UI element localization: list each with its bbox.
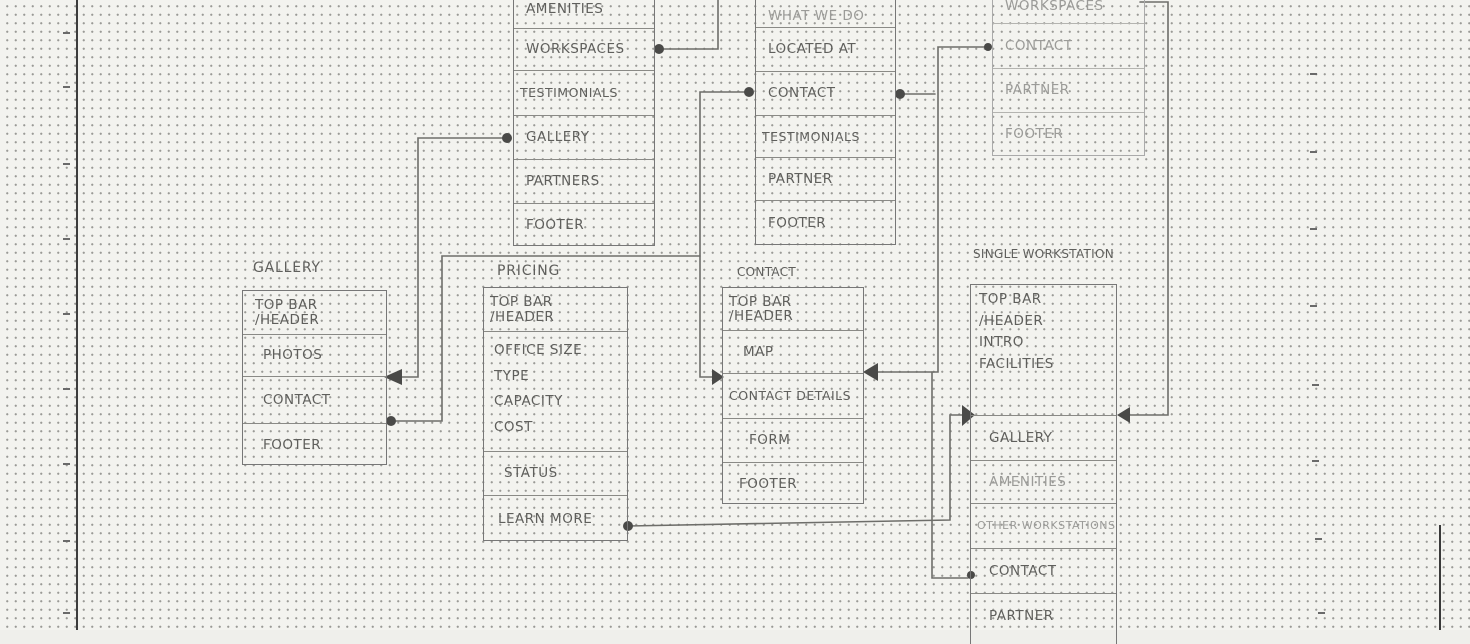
gallery-page-title: GALLERY bbox=[253, 260, 321, 276]
margin-tick bbox=[63, 32, 70, 34]
connector-dot bbox=[654, 44, 664, 54]
box-row: CONTACT bbox=[971, 548, 1116, 593]
box-row: LOCATED AT bbox=[756, 27, 895, 71]
arrowhead bbox=[1117, 407, 1130, 423]
box-row: FOOTER bbox=[243, 423, 386, 466]
connector-gallery bbox=[396, 137, 508, 378]
gallery-page-box: TOP BAR /HEADER PHOTOS CONTACT FOOTER bbox=[242, 290, 387, 465]
box-row: TOP BAR /HEADER bbox=[490, 294, 555, 325]
connector-dot bbox=[967, 571, 975, 579]
margin-tick bbox=[63, 163, 70, 165]
box-row: TOP BAR /HEADER bbox=[729, 293, 794, 324]
margin-tick bbox=[1310, 228, 1317, 230]
box-row: CONTACT bbox=[993, 23, 1144, 68]
connector-contact bbox=[699, 91, 750, 378]
single-workstation-page-title: SINGLE WORKSTATION bbox=[973, 247, 1115, 261]
margin-tick bbox=[63, 86, 70, 88]
connector-top3-contact bbox=[876, 46, 989, 373]
margin-tick bbox=[63, 463, 70, 465]
box-row: PARTNER bbox=[971, 593, 1116, 638]
contact-page-title: CONTACT bbox=[737, 265, 797, 279]
connector-dot bbox=[386, 416, 396, 426]
dot-grid-paper bbox=[0, 0, 1470, 630]
box-row: CONTACT bbox=[243, 376, 386, 423]
box-row: TESTIMONIALS bbox=[514, 70, 654, 115]
box-row: FOOTER bbox=[514, 203, 654, 246]
box-row: AMENITIES bbox=[971, 460, 1116, 503]
box-row: GALLERY bbox=[514, 115, 654, 159]
top-page-box-2: WHAT WE DO LOCATED AT CONTACT TESTIMONIA… bbox=[755, 0, 896, 245]
connector-single-contact bbox=[931, 371, 969, 579]
box-row: FOOTER bbox=[723, 462, 863, 505]
connector-gallery-contact bbox=[390, 255, 701, 422]
connector-dot bbox=[984, 43, 992, 51]
margin-tick bbox=[63, 540, 70, 542]
connector-wires bbox=[384, 0, 1169, 579]
box-row: FOOTER bbox=[756, 200, 895, 245]
pricing-page-title: PRICING bbox=[497, 263, 561, 279]
box-row: GALLERY bbox=[971, 415, 1116, 460]
box-row: PHOTOS bbox=[243, 334, 386, 376]
box-row: CONTACT bbox=[756, 71, 895, 115]
margin-tick bbox=[63, 388, 70, 390]
margin-tick bbox=[1312, 384, 1319, 386]
arrowhead bbox=[712, 369, 724, 385]
box-row: WORKSPACES bbox=[1005, 0, 1104, 14]
connector-dot bbox=[895, 89, 905, 99]
connector-dot bbox=[623, 521, 633, 531]
contact-page-box: TOP BAR /HEADER MAP CONTACT DETAILS FORM… bbox=[722, 287, 864, 504]
margin-tick bbox=[1312, 460, 1319, 462]
box-row: TOP BAR /HEADER INTRO FACILITIES bbox=[979, 291, 1054, 372]
top-page-box-3: WORKSPACES CONTACT PARTNER FOOTER bbox=[992, 0, 1145, 156]
margin-tick bbox=[1310, 73, 1317, 75]
top-page-box-1: AMENITIES WORKSPACES TESTIMONIALS GALLER… bbox=[513, 0, 655, 246]
margin-tick bbox=[1310, 305, 1317, 307]
box-row: MAP bbox=[723, 330, 863, 373]
connector-learn-more bbox=[627, 414, 965, 527]
box-row: STATUS bbox=[484, 451, 627, 495]
margin-tick bbox=[1318, 612, 1325, 614]
box-row: PARTNER bbox=[993, 68, 1144, 112]
connector-workspaces-right bbox=[1124, 1, 1169, 416]
margin-tick bbox=[1310, 151, 1317, 153]
box-row: FOOTER bbox=[993, 112, 1144, 156]
box-row: WHAT WE DO bbox=[768, 7, 865, 24]
paper-edge bbox=[1439, 525, 1441, 630]
box-row: AMENITIES bbox=[526, 0, 604, 17]
connector-dot bbox=[502, 133, 512, 143]
arrowhead bbox=[962, 405, 975, 426]
box-row: CONTACT DETAILS bbox=[723, 373, 863, 418]
connector-workspaces bbox=[658, 0, 719, 50]
box-row: TOP BAR /HEADER bbox=[255, 297, 320, 328]
box-row: OTHER WORKSTATIONS bbox=[971, 503, 1116, 548]
box-row: WORKSPACES bbox=[514, 28, 654, 70]
margin-tick bbox=[63, 238, 70, 240]
margin-tick bbox=[1315, 538, 1322, 540]
box-row: LEARN MORE bbox=[484, 495, 627, 542]
arrowhead bbox=[384, 369, 402, 385]
box-row: PARTNER bbox=[756, 157, 895, 200]
box-row: OFFICE SIZE TYPE CAPACITY COST bbox=[484, 331, 627, 451]
box-row: TESTIMONIALS bbox=[756, 115, 895, 157]
margin-tick bbox=[63, 313, 70, 315]
box-row: PARTNERS bbox=[514, 159, 654, 203]
box-row: FORM bbox=[723, 418, 863, 462]
connector-dot bbox=[744, 87, 754, 97]
arrowhead bbox=[863, 363, 878, 381]
pricing-page-box: TOP BAR /HEADER OFFICE SIZE TYPE CAPACIT… bbox=[483, 287, 628, 541]
paper-margin-line bbox=[76, 0, 78, 630]
margin-tick bbox=[63, 612, 70, 614]
single-workstation-page-box: TOP BAR /HEADER INTRO FACILITIES GALLERY… bbox=[970, 284, 1117, 644]
